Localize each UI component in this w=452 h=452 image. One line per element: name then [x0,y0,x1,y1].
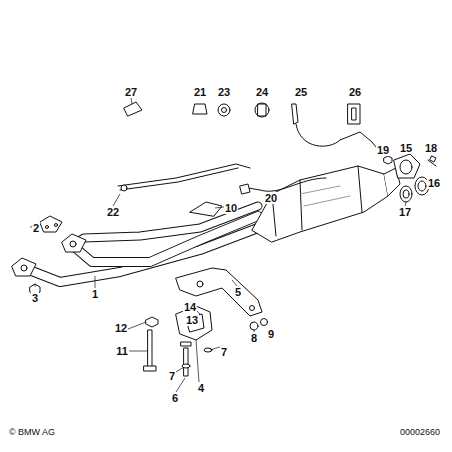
callout-number: 3 [31,292,39,304]
callout-number: 7 [220,346,228,358]
callout-number: 27 [124,86,138,98]
callout-number: 2 [32,222,40,234]
drawing-number: 00002660 [399,426,441,438]
callout-number: 8 [250,332,258,344]
callout-number: 7 [168,370,176,382]
callout-number: 9 [267,328,275,340]
callout-number: 19 [376,144,390,156]
callout-number: 21 [193,86,207,98]
callout-number: 5 [234,286,242,298]
callout-number: 26 [348,86,362,98]
callout-number: 11 [115,345,129,357]
callout-number: 10 [224,202,238,214]
callout-number: 1 [91,288,99,300]
callout-number: 13 [185,314,199,326]
callout-number: 12 [114,322,128,334]
callout-number: 4 [197,382,205,394]
callout-number: 22 [106,206,120,218]
callout-number: 23 [217,86,231,98]
callout-number: 14 [183,301,197,313]
callout-number: 17 [398,206,412,218]
callout-number: 20 [264,192,278,204]
callout-number: 25 [294,86,308,98]
callout-number: 16 [427,177,441,189]
callout-number: 18 [424,142,438,154]
callout-number: 15 [399,142,413,154]
callout-number: 6 [171,392,179,404]
callout-number: 24 [255,86,269,98]
copyright-note: © BMW AG [8,426,56,438]
